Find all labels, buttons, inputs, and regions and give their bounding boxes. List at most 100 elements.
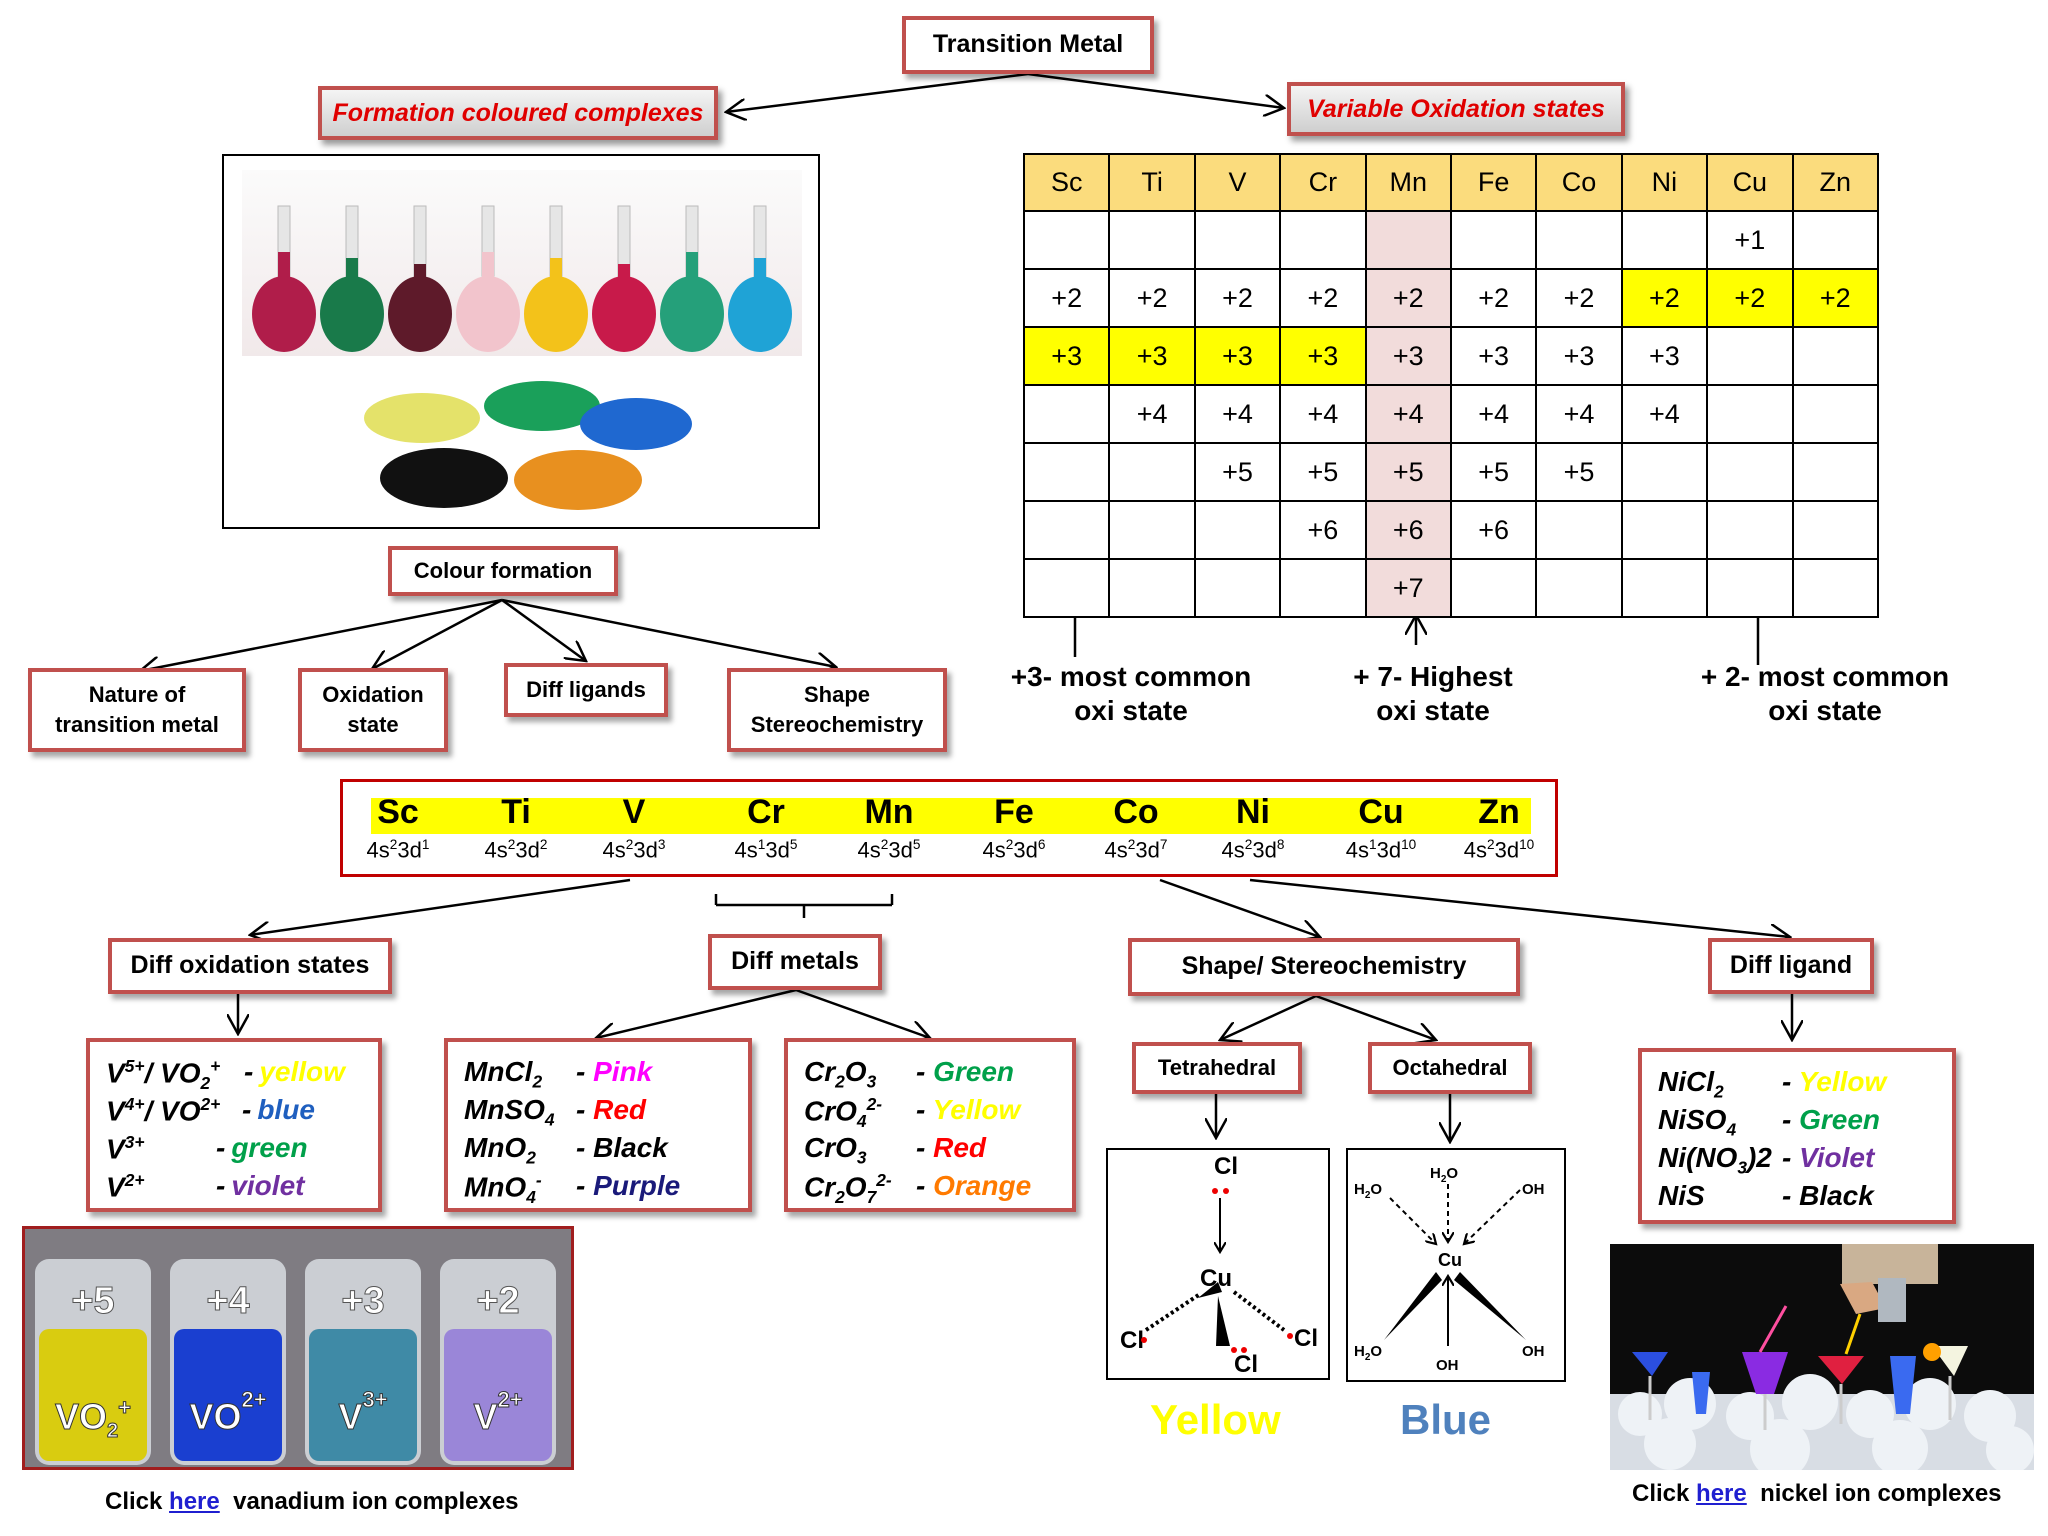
ion-charge: 5+ bbox=[124, 1056, 145, 1076]
vial-ion-label: V3+ bbox=[338, 1387, 387, 1437]
config-part: 7 bbox=[1159, 837, 1168, 852]
octa-oh2-right: OH bbox=[1522, 1181, 1545, 1198]
element-symbol: Co bbox=[1113, 793, 1159, 831]
table-cell bbox=[1706, 500, 1794, 560]
config-part: 4s bbox=[1221, 837, 1245, 863]
table-row: +4+4+4+4+4+4+4 bbox=[1022, 384, 1879, 444]
factor-ligands-box: Diff ligands bbox=[504, 663, 668, 717]
formula-part: O bbox=[844, 1056, 867, 1087]
slash: / bbox=[144, 1057, 161, 1089]
config-part: 4s bbox=[484, 837, 508, 863]
formula-part: 4 bbox=[1726, 1119, 1737, 1140]
table-cell bbox=[1791, 558, 1879, 618]
separator: - bbox=[576, 1170, 594, 1201]
ion-charge: 2+ bbox=[124, 1170, 145, 1190]
config-part: 4s bbox=[602, 837, 626, 863]
separator: - bbox=[576, 1132, 594, 1163]
table-cell: +6 bbox=[1364, 500, 1452, 560]
table-row: +5+5+5+5+5 bbox=[1022, 442, 1879, 502]
cr-colour: - Orange bbox=[916, 1170, 1031, 1202]
config-part: 5 bbox=[912, 837, 921, 852]
octa-oh2-bottom: OH bbox=[1436, 1357, 1459, 1374]
title-box: Transition Metal bbox=[902, 16, 1154, 74]
table-cell bbox=[1535, 500, 1623, 560]
table-cell: +3 bbox=[1535, 326, 1623, 386]
separator: - bbox=[916, 1094, 933, 1125]
element-symbol: Cr bbox=[747, 793, 785, 831]
config-part: 2 bbox=[539, 837, 548, 852]
separator: - bbox=[216, 1132, 226, 1163]
table-cell bbox=[1022, 442, 1111, 502]
table-row: +7 bbox=[1022, 558, 1879, 618]
formula-part: Cr bbox=[804, 1056, 836, 1087]
separator: - bbox=[216, 1170, 226, 1201]
table-cell bbox=[1706, 326, 1794, 386]
config-part: 3d bbox=[765, 837, 790, 863]
electron-config-text: 4s23d8 bbox=[1193, 832, 1313, 863]
ni-colour: - Green bbox=[1782, 1104, 1880, 1136]
note-highest-7-line2: oxi state bbox=[1376, 695, 1490, 727]
formula-part: 3 bbox=[1737, 1157, 1747, 1178]
octa-oh2-bottom-right: OH bbox=[1522, 1343, 1545, 1360]
table-cell bbox=[1108, 500, 1196, 560]
ni-formula: Ni(NO3)2 bbox=[1658, 1142, 1772, 1179]
element-symbol: Ni bbox=[1236, 793, 1270, 831]
tetrahedral-text: Tetrahedral bbox=[1157, 1055, 1277, 1081]
separator: - bbox=[242, 1094, 252, 1125]
octa-h2o-left: H2O bbox=[1354, 1181, 1382, 1201]
config-part: 3d bbox=[1135, 837, 1160, 863]
table-cell: +2 bbox=[1791, 268, 1879, 328]
vanadium-here-link[interactable]: here bbox=[169, 1488, 220, 1515]
note-common-2-line1: + 2- most common bbox=[1700, 661, 1950, 692]
config-part: 3 bbox=[657, 837, 666, 852]
vial-oxidation-label: +5 bbox=[71, 1280, 114, 1322]
octahedral-cu-h2o-molecule: Cu H2O H2O OH H2O OH OH bbox=[1354, 1165, 1545, 1374]
factor-shape-line1: Shape bbox=[803, 682, 870, 708]
separator: - bbox=[244, 1056, 254, 1087]
shape-stereochemistry-box: Shape/ Stereochemistry bbox=[1128, 938, 1520, 996]
diff-metals-text: Diff metals bbox=[731, 947, 859, 976]
nickel-here-link[interactable]: here bbox=[1696, 1480, 1747, 1507]
mn-formula: MnSO4 bbox=[464, 1094, 555, 1131]
table-cell bbox=[1791, 326, 1879, 386]
tetrahedral-diagram: Cl Cu Cl Cl Cl bbox=[1106, 1148, 1330, 1380]
diff-metals-box: Diff metals bbox=[708, 934, 882, 990]
table-cell: +5 bbox=[1193, 442, 1282, 502]
formula-part: MnCl bbox=[464, 1056, 533, 1087]
mn-formula: MnO4- bbox=[464, 1170, 542, 1208]
note-common-3-line1: +3- most common bbox=[1010, 661, 1252, 692]
nickel-complexes-photo bbox=[1610, 1244, 2034, 1470]
ion2-charge: + bbox=[210, 1056, 221, 1076]
vial-ion-label: V2+ bbox=[473, 1387, 522, 1437]
cr-formula: CrO3 bbox=[804, 1132, 867, 1169]
element-symbol: Mn bbox=[864, 793, 914, 831]
electron-config-text: 4s23d3 bbox=[574, 832, 694, 863]
table-cell: +5 bbox=[1449, 442, 1538, 502]
formula-part: 7 bbox=[866, 1186, 877, 1207]
ion-symbol: V bbox=[106, 1133, 125, 1165]
table-cell: +4 bbox=[1535, 384, 1623, 444]
table-cell: +3 bbox=[1279, 326, 1367, 386]
config-part: 3d bbox=[1494, 837, 1520, 863]
formula-part: 2 bbox=[532, 1071, 543, 1092]
cr-row: CrO3- Red bbox=[804, 1132, 1072, 1170]
ion2-symbol: VO bbox=[160, 1057, 201, 1089]
diff-ligand-text: Diff ligand bbox=[1729, 951, 1853, 980]
ni-colour: - Black bbox=[1782, 1180, 1874, 1212]
table-cell bbox=[1620, 558, 1709, 618]
mn-row: MnSO4- Red bbox=[464, 1094, 748, 1132]
vanadium-row: V5+/ VO2+-yellow bbox=[106, 1056, 378, 1094]
factor-oxidation-line2: state bbox=[347, 712, 399, 737]
formula-part: MnO bbox=[464, 1171, 527, 1203]
config-part: 3d bbox=[888, 837, 913, 863]
table-row: +2+2+2+2+2+2+2+2+2+2 bbox=[1022, 268, 1879, 328]
separator: - bbox=[1782, 1142, 1800, 1173]
note-common-2-line2: oxi state bbox=[1768, 695, 1882, 727]
